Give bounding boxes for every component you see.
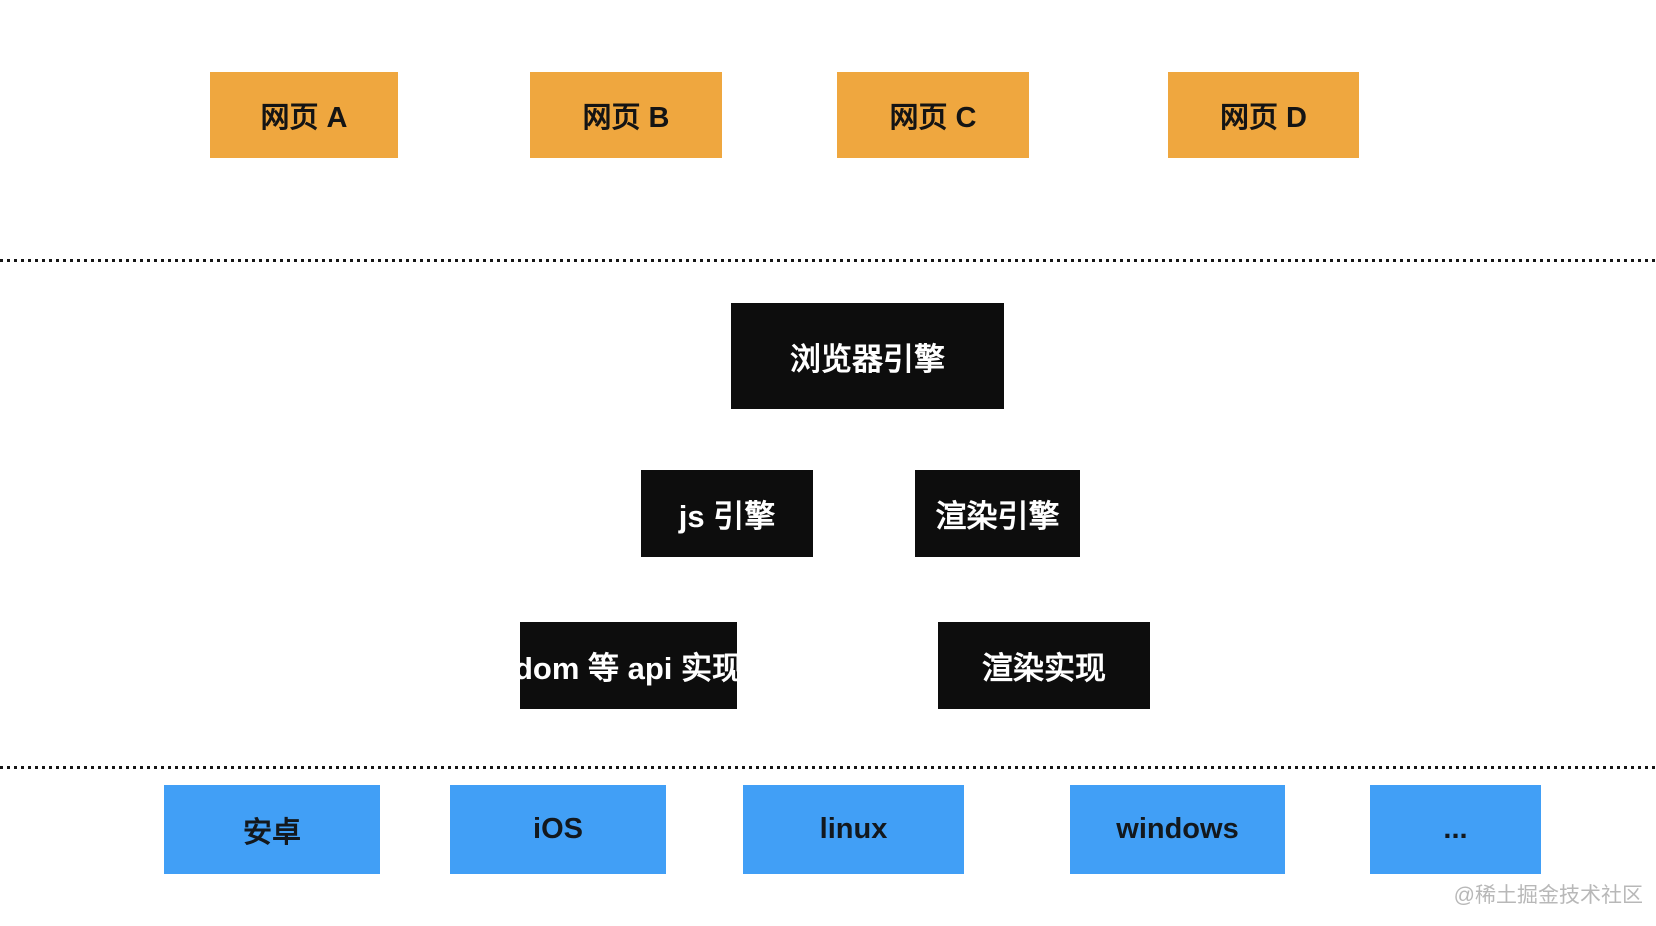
webpage-b-box: 网页 B (530, 72, 722, 158)
os-windows-box: windows (1070, 785, 1285, 874)
dotted-separator-bottom (0, 766, 1656, 769)
os-linux-box: linux (743, 785, 964, 874)
juejin-watermark: @稀土掘金技术社区 (1453, 884, 1643, 907)
render-engine-box: 渲染引擎 (915, 470, 1080, 557)
dotted-separator-top (0, 259, 1656, 262)
js-engine-box: js 引擎 (641, 470, 813, 557)
os-more-box: ... (1370, 785, 1541, 874)
render-impl-box: 渲染实现 (938, 622, 1150, 709)
os-android-box: 安卓 (164, 785, 380, 874)
browser-engine-box: 浏览器引擎 (731, 303, 1004, 409)
dom-api-impl-box: dom 等 api 实现 (514, 622, 743, 709)
webpage-c-box: 网页 C (837, 72, 1029, 158)
os-ios-box: iOS (450, 785, 666, 874)
webpage-d-box: 网页 D (1168, 72, 1359, 158)
webpage-a-box: 网页 A (210, 72, 398, 158)
